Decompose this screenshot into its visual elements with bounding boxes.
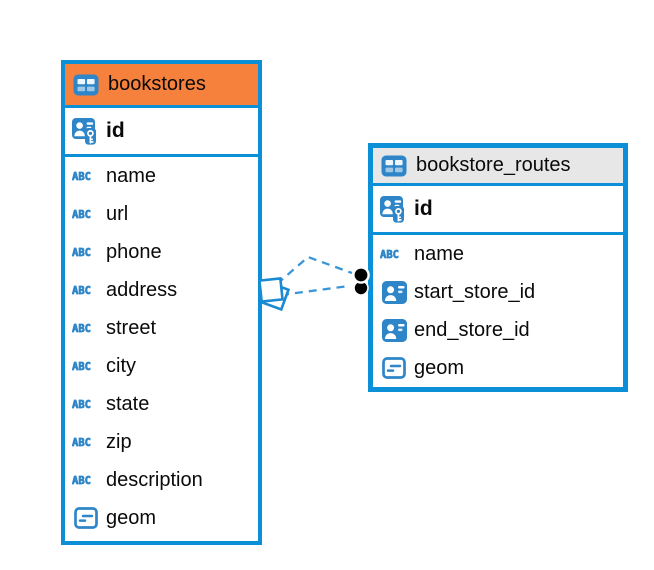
svg-text:ABC: ABC: [72, 323, 91, 335]
column-row-street[interactable]: ABC street: [65, 309, 258, 347]
column-label: address: [106, 278, 178, 301]
column-label: street: [106, 316, 157, 339]
column-label: phone: [106, 240, 162, 263]
table-node-bookstore-routes[interactable]: bookstore_routes id ABC name start_store…: [368, 143, 628, 392]
text-icon: ABC: [72, 283, 100, 297]
columns-section: ABC name start_store_id end_store_id geo…: [373, 235, 623, 387]
text-icon: ABC: [72, 207, 100, 221]
table-title: bookstore_routes: [416, 154, 571, 176]
person-card-icon: [380, 280, 408, 304]
column-label: name: [106, 164, 157, 187]
column-label: id: [106, 119, 125, 142]
column-label: id: [414, 197, 433, 220]
svg-text:ABC: ABC: [380, 249, 399, 261]
table-icon: [380, 155, 408, 177]
geometry-icon: [380, 357, 408, 379]
column-label: end_store_id: [414, 318, 530, 341]
person-key-icon: [380, 195, 408, 223]
column-label: name: [414, 242, 465, 265]
text-icon: ABC: [72, 473, 100, 487]
svg-text:ABC: ABC: [72, 209, 91, 221]
column-row-state[interactable]: ABC state: [65, 385, 258, 423]
column-row-geom[interactable]: geom: [373, 349, 623, 387]
text-icon: ABC: [380, 247, 408, 261]
column-row-start_store_id[interactable]: start_store_id: [373, 273, 623, 311]
table-title: bookstores: [108, 73, 206, 95]
column-row-name[interactable]: ABC name: [373, 235, 623, 273]
svg-text:ABC: ABC: [72, 171, 91, 183]
geometry-icon: [72, 507, 100, 529]
text-icon: ABC: [72, 435, 100, 449]
table-header-bookstore-routes[interactable]: bookstore_routes: [373, 148, 623, 186]
column-row-end_store_id[interactable]: end_store_id: [373, 311, 623, 349]
svg-text:ABC: ABC: [72, 437, 91, 449]
svg-text:ABC: ABC: [72, 399, 91, 411]
column-row-phone[interactable]: ABC phone: [65, 233, 258, 271]
column-label: description: [106, 468, 203, 491]
text-icon: ABC: [72, 321, 100, 335]
column-label: city: [106, 354, 136, 377]
column-label: url: [106, 202, 129, 225]
table-icon: [72, 74, 100, 96]
column-label: geom: [414, 356, 465, 379]
person-key-icon: [72, 117, 100, 145]
key-columns-section: id: [65, 108, 258, 157]
column-label: state: [106, 392, 150, 415]
column-label: geom: [106, 506, 157, 529]
column-row-id[interactable]: id: [373, 186, 623, 232]
column-row-id[interactable]: id: [65, 108, 258, 154]
text-icon: ABC: [72, 169, 100, 183]
column-row-description[interactable]: ABC description: [65, 461, 258, 499]
text-icon: ABC: [72, 397, 100, 411]
column-row-zip[interactable]: ABC zip: [65, 423, 258, 461]
relationship-line-upper[interactable]: [276, 255, 353, 285]
table-node-bookstores[interactable]: bookstores id ABC name ABC url ABC phone…: [61, 60, 262, 545]
column-row-address[interactable]: ABC address: [65, 271, 258, 309]
column-row-city[interactable]: ABC city: [65, 347, 258, 385]
text-icon: ABC: [72, 245, 100, 259]
svg-text:ABC: ABC: [72, 285, 91, 297]
columns-section: ABC name ABC url ABC phone ABC address A…: [65, 157, 258, 541]
svg-text:ABC: ABC: [72, 361, 91, 373]
person-card-icon: [380, 318, 408, 342]
svg-text:ABC: ABC: [72, 247, 91, 259]
key-columns-section: id: [373, 186, 623, 235]
column-label: zip: [106, 430, 132, 453]
one-marker-stacked-dots[interactable]: [352, 266, 370, 296]
column-row-geom[interactable]: geom: [65, 499, 258, 537]
column-row-name[interactable]: ABC name: [65, 157, 258, 195]
many-marker-stacked-diamonds[interactable]: [258, 277, 291, 312]
text-icon: ABC: [72, 359, 100, 373]
svg-text:ABC: ABC: [72, 475, 91, 487]
table-header-bookstores[interactable]: bookstores: [65, 64, 258, 108]
column-row-url[interactable]: ABC url: [65, 195, 258, 233]
relationship-line-lower[interactable]: [280, 284, 350, 297]
column-label: start_store_id: [414, 280, 536, 303]
